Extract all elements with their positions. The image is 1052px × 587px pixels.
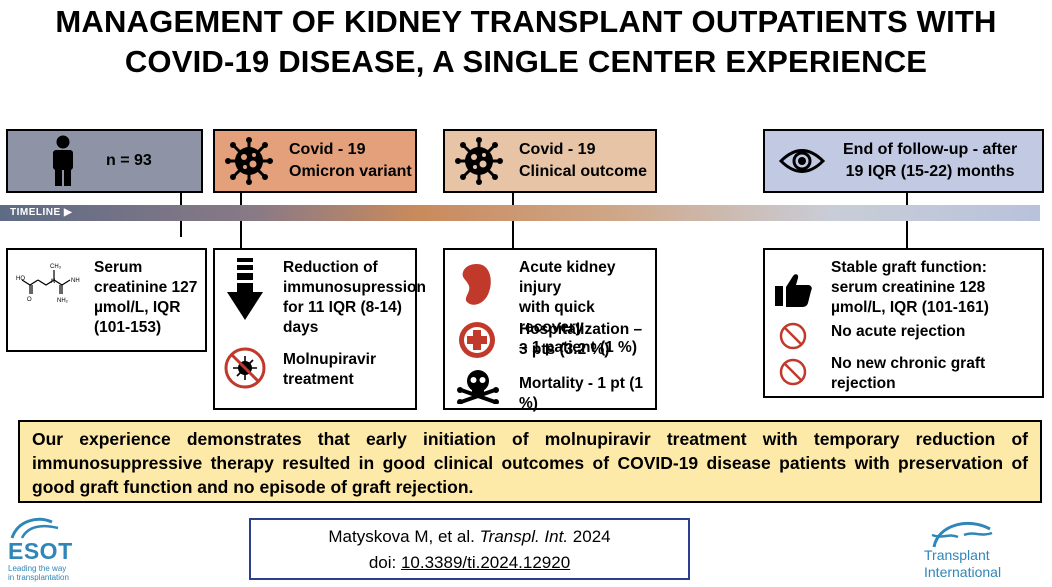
- title-line-1: MANAGEMENT OF KIDNEY TRANSPLANT OUTPATIE…: [55, 4, 997, 39]
- stage-header-label: Clinical outcome: [519, 163, 648, 180]
- doi-label: doi:: [368, 553, 401, 572]
- detail-text: 3 pts (3.2 %): [519, 341, 610, 358]
- detail-text: treatment: [283, 371, 354, 388]
- stage-header-follow-up: End of follow-up - after 19 IQR (15-22) …: [763, 129, 1044, 193]
- detail-text: Stable graft function:: [831, 259, 987, 276]
- detail-text: No acute rejection: [831, 323, 966, 340]
- detail-text: Reduction of: [283, 259, 378, 276]
- esot-tagline: Leading the way: [8, 564, 67, 573]
- svg-text:NH: NH: [71, 278, 80, 284]
- stage-header-enrolment: n = 93: [6, 129, 203, 193]
- detail-box-baseline: HO O N CH₃ NH NH₂ Serum creatinine 127 µ…: [6, 248, 207, 352]
- conclusion-box: Our experience demonstrates that early i…: [18, 420, 1042, 503]
- timeline-bar: [0, 205, 1040, 221]
- down-arrow-icon: [227, 258, 263, 320]
- citation-authors: Matyskova M, et al.: [328, 527, 480, 546]
- stage-header-label: End of follow-up - after: [843, 141, 1018, 158]
- prohibited-icon: [779, 358, 807, 386]
- transplant-international-logo-mark: [931, 521, 993, 548]
- no-virus-icon: [224, 347, 266, 389]
- person-icon: [53, 135, 73, 186]
- detail-text: for 11 IQR (8-14): [283, 299, 402, 316]
- detail-text: days: [283, 319, 319, 336]
- esot-logo: ESOT Leading the way in transplantation: [4, 514, 114, 586]
- transplant-international-logo: Transplant International: [912, 515, 1048, 585]
- stage-header-outcome: Covid - 19 Clinical outcome: [443, 129, 657, 193]
- stage-header-label: Omicron variant: [289, 163, 412, 180]
- stage-header-label: 19 IQR (15-22) months: [845, 163, 1015, 180]
- detail-text: (101-153): [94, 319, 162, 336]
- creatinine-molecule-icon: HO O N CH₃ NH NH₂: [16, 264, 80, 304]
- detail-text: serum creatinine 128: [831, 279, 986, 296]
- svg-text:O: O: [27, 297, 32, 303]
- title-line-2: COVID-19 DISEASE, A SINGLE CENTER EXPERI…: [124, 44, 928, 79]
- kidney-icon: [462, 264, 491, 305]
- detail-text: immunosupression: [283, 279, 426, 296]
- virus-icon: [225, 137, 273, 185]
- logo-text-line: International: [924, 564, 1002, 580]
- detail-text: Mortality - 1 pt (1 %): [519, 375, 644, 412]
- stage-header-label: Covid - 19: [519, 141, 596, 158]
- detail-box-follow-up: Stable graft function: serum creatinine …: [763, 248, 1044, 398]
- eye-icon: [779, 149, 825, 173]
- stage-header-omicron: Covid - 19 Omicron variant: [213, 129, 417, 193]
- detail-text: Acute kidney injury: [519, 259, 616, 296]
- detail-text: creatinine 127: [94, 279, 198, 296]
- detail-text: No new chronic graft: [831, 355, 986, 372]
- detail-text: µmol/L, IQR (101-161): [831, 299, 989, 316]
- prohibited-icon: [779, 322, 807, 350]
- detail-text: with quick recovery: [519, 299, 595, 336]
- medical-cross-icon: [459, 322, 495, 358]
- skull-icon: [457, 370, 499, 404]
- detail-text: Hospitalization –: [519, 321, 643, 338]
- esot-logo-name: ESOT: [8, 538, 73, 564]
- stage-header-label: n = 93: [106, 152, 152, 169]
- logo-text-line: Transplant: [924, 547, 990, 563]
- citation-journal: Transpl. Int.: [479, 527, 569, 546]
- detail-text: Serum: [94, 259, 143, 276]
- svg-text:HO: HO: [16, 276, 25, 282]
- thumbs-up-icon: [775, 274, 812, 307]
- doi-line: doi: 10.3389/ti.2024.12920: [251, 550, 688, 576]
- citation-box: Matyskova M, et al. Transpl. Int. 2024 d…: [249, 518, 690, 580]
- citation-line: Matyskova M, et al. Transpl. Int. 2024: [251, 524, 688, 550]
- timeline-label: TIMELINE ▶: [10, 207, 73, 218]
- esot-tagline: in transplantation: [8, 573, 69, 582]
- esot-logo-mark: [10, 517, 59, 539]
- detail-text: – 1 patient (1 %): [519, 339, 637, 356]
- svg-text:CH₃: CH₃: [50, 264, 62, 270]
- stage-header-label: Covid - 19: [289, 141, 366, 158]
- detail-box-outcome: Acute kidney injury with quick recovery …: [443, 248, 657, 412]
- detail-text: µmol/L, IQR: [94, 299, 181, 316]
- svg-text:NH₂: NH₂: [57, 298, 69, 304]
- detail-text: Molnupiravir: [283, 351, 377, 368]
- doi-link[interactable]: 10.3389/ti.2024.12920: [400, 553, 571, 572]
- detail-box-treatment: Reduction of immunosupression for 11 IQR…: [213, 248, 426, 410]
- detail-text: rejection: [831, 375, 896, 392]
- citation-year: 2024: [568, 527, 611, 546]
- svg-text:N: N: [51, 279, 55, 285]
- virus-icon: [455, 137, 503, 185]
